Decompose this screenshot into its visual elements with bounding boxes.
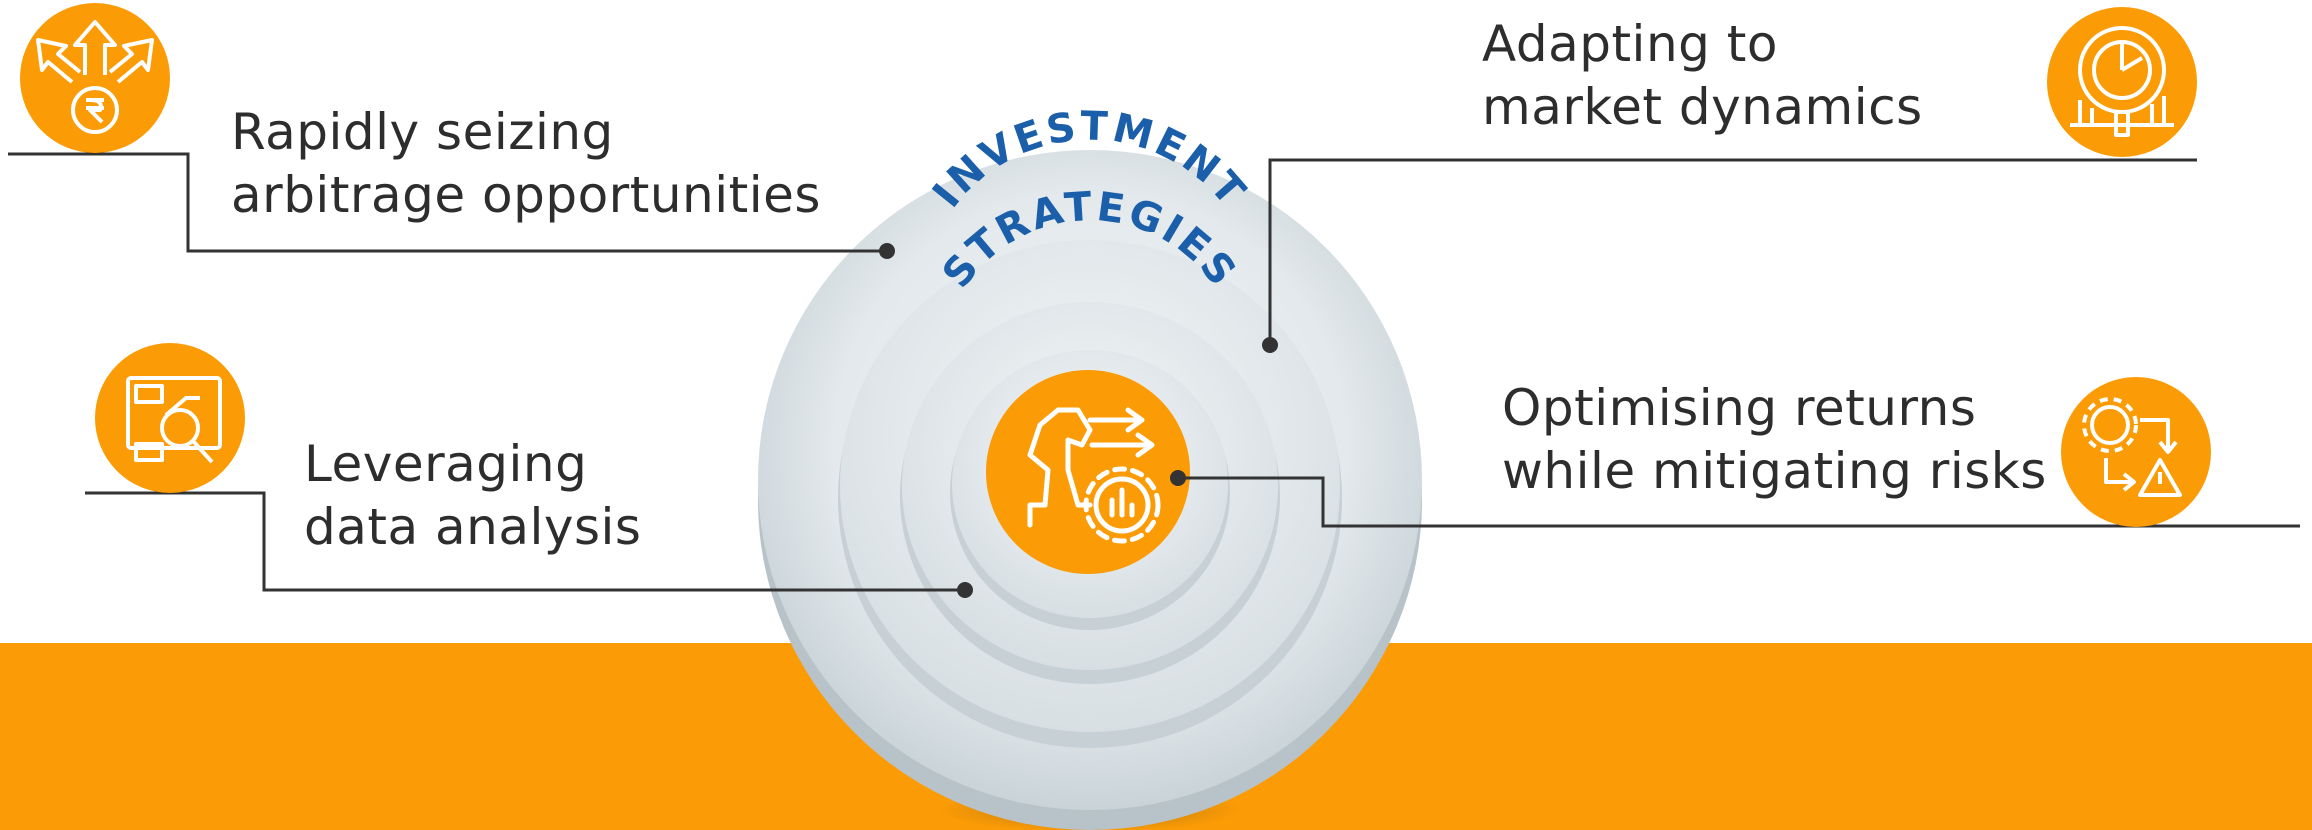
gear-risk-icon [2082, 397, 2182, 497]
label-market-line1: Adapting to [1482, 15, 1778, 73]
label-data-line1: Leveraging [304, 435, 588, 493]
label-returns-line1: Optimising returns [1502, 379, 1977, 437]
label-arbitrage-line2: arbitrage opportunities [231, 166, 821, 224]
connector-dot-arbitrage [879, 243, 895, 259]
connector-dot-market [1262, 337, 1278, 353]
market-analysis-icon [2070, 26, 2174, 137]
connector-returns [1178, 476, 2300, 528]
center-circle [986, 370, 1190, 574]
label-data: Leveraging data analysis [304, 433, 641, 559]
arbitrage-icon-circle [20, 3, 170, 153]
label-arbitrage-line1: Rapidly seizing [231, 103, 614, 161]
data-analysis-icon [126, 376, 222, 464]
rupee-arrows-icon [36, 20, 154, 134]
connector-market [1268, 158, 2197, 345]
label-data-line2: data analysis [304, 498, 642, 556]
label-returns-line2: while mitigating risks [1502, 442, 2047, 500]
connector-dot-data [957, 582, 973, 598]
connector-data [85, 491, 965, 592]
connector-dot-returns [1170, 470, 1186, 486]
data-icon-circle [95, 343, 245, 493]
label-arbitrage: Rapidly seizing arbitrage opportunities [231, 101, 821, 227]
label-returns: Optimising returns while mitigating risk… [1502, 377, 2047, 503]
chess-knight-gear-icon [1027, 407, 1161, 544]
returns-icon-circle [2061, 377, 2211, 527]
connector-arbitrage [8, 152, 887, 253]
label-market-line2: market dynamics [1482, 78, 1923, 136]
market-icon-circle [2047, 7, 2197, 157]
label-market: Adapting to market dynamics [1482, 13, 1923, 139]
